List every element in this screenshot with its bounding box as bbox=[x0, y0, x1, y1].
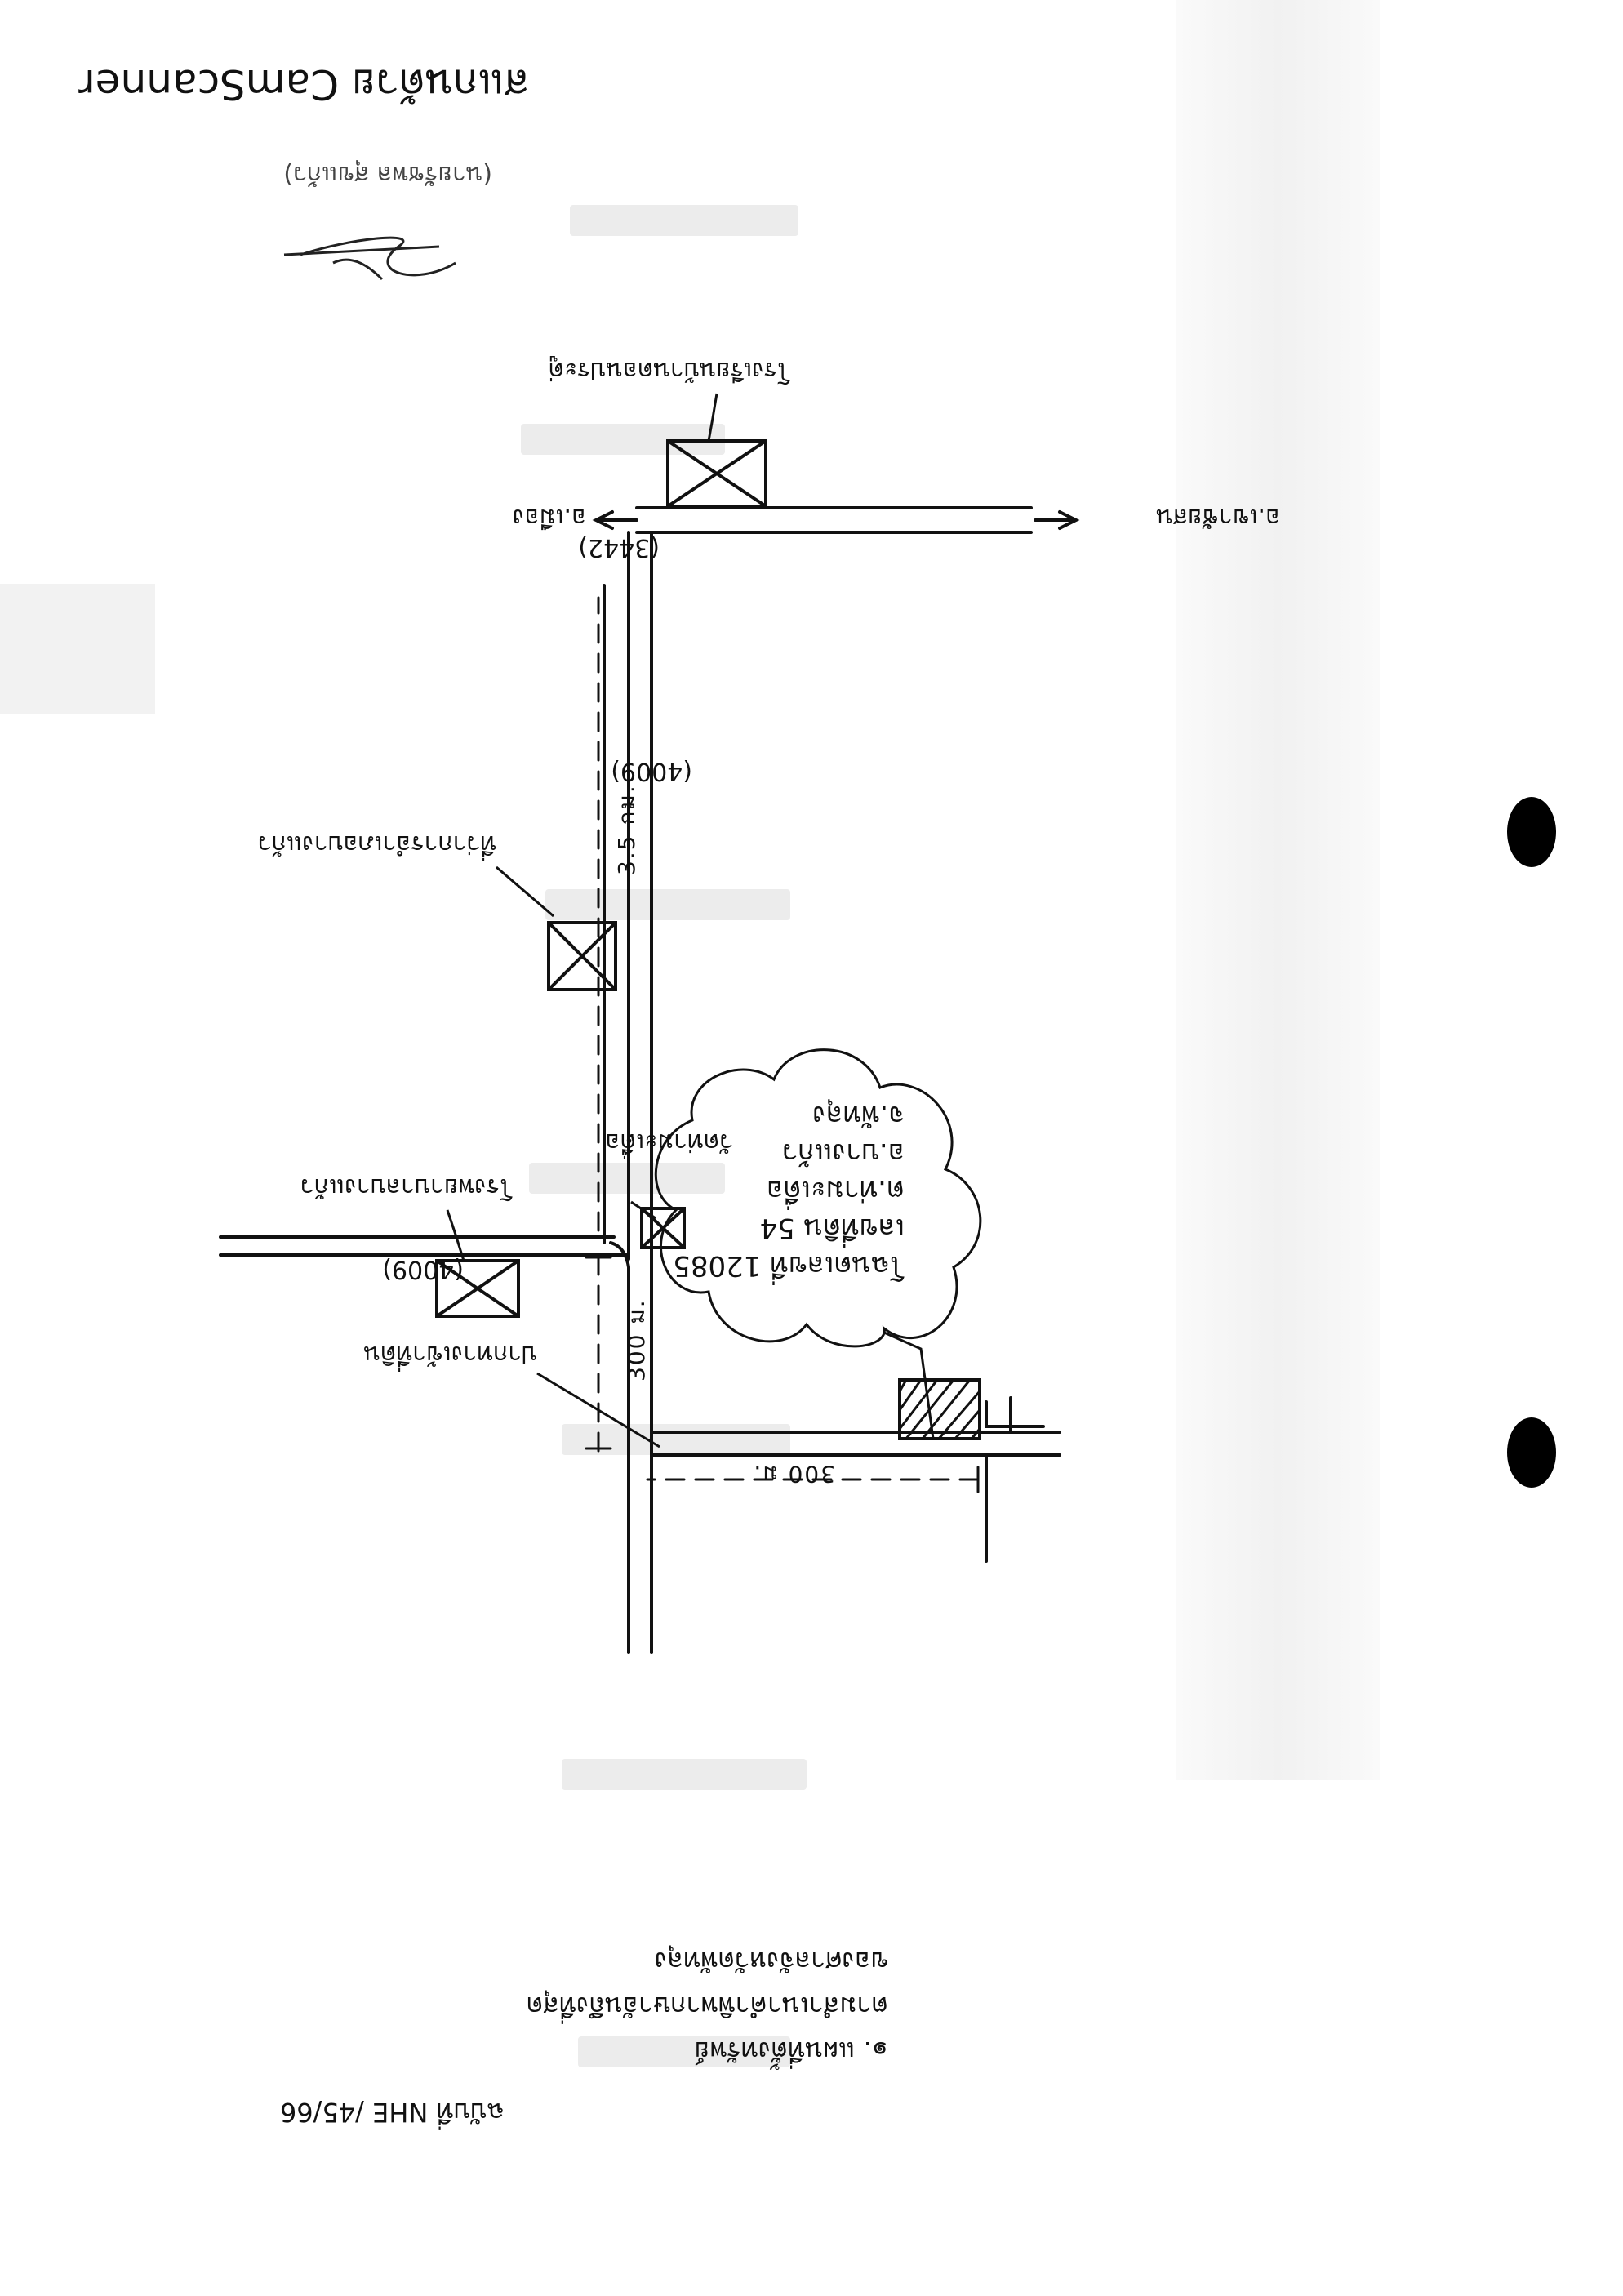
camscanner-watermark: สแกนด้วย CamScanner bbox=[78, 60, 529, 108]
direction-right-district: อ.เมือง bbox=[512, 503, 586, 532]
leader-hospital bbox=[446, 1209, 465, 1261]
parcel-deed-text: โฉนดเลขที่ 12085 เลขที่ดิน 54 ต.ท่ามะเดื… bbox=[673, 1097, 905, 1284]
label-subdistrict-office: ที่ว่าการอำเภอบางแก้ว bbox=[257, 830, 496, 858]
signature bbox=[283, 236, 456, 281]
leader-temple bbox=[630, 1200, 656, 1220]
label-entrance-point: ปากทางเข้าที่ดิน bbox=[363, 1340, 537, 1368]
landmark-box-subdistrict bbox=[547, 921, 617, 991]
arrow-to-district-b bbox=[592, 510, 638, 530]
parcel-note-cloud bbox=[654, 1048, 982, 1348]
header-note-line-3: ของศาลจังหวัดพัทลุง bbox=[654, 1946, 888, 1977]
distance-300m-horizontal: 300 ม. bbox=[752, 1461, 835, 1488]
arrow-to-district-a bbox=[1034, 510, 1080, 530]
main-road-edge-right bbox=[609, 1241, 630, 1654]
label-school: โรงเรียนบ้านดอนประดู่ bbox=[548, 356, 790, 385]
header-note-line-2: ตามสำเนาคำพิพากษาอันถึงที่สุด bbox=[526, 1991, 888, 2022]
scan-left-band bbox=[0, 584, 155, 714]
distance-300m-vertical: 300 ม. bbox=[623, 1298, 650, 1382]
road-code-upper: (4009) bbox=[611, 757, 692, 785]
leader-school bbox=[707, 393, 718, 442]
parcel-village: ต.ท่ามะเดื่อ bbox=[766, 1174, 905, 1208]
landmark-box-hospital bbox=[435, 1259, 520, 1318]
direction-left-district: อ.เขาชัยสน bbox=[1156, 503, 1280, 532]
target-plot-hatched bbox=[898, 1378, 981, 1440]
distance-3-5km: 3.5 กม. bbox=[613, 784, 640, 875]
site-road-stub-3 bbox=[985, 1400, 1045, 1428]
parcel-land-no: เลขที่ดิน 54 bbox=[759, 1212, 905, 1245]
leader-subdistrict bbox=[496, 865, 554, 918]
doc-reference-number: ฉบับที่ NHE /45/66 bbox=[279, 2097, 505, 2128]
parcel-district: อ.บางแก้ว bbox=[781, 1137, 905, 1170]
punch-hole-bottom bbox=[1507, 1417, 1556, 1488]
road-code-main: (3442) bbox=[578, 533, 660, 562]
road-code-junction: (4009) bbox=[382, 1255, 464, 1284]
header-note-line-1: ๑. แผนที่ตั้งทรัพย์ bbox=[694, 2036, 888, 2067]
leader-entrance bbox=[536, 1372, 660, 1448]
punch-hole-top bbox=[1507, 797, 1556, 867]
signature-name-caption: (นายรัชพล สุขแก้ว) bbox=[283, 160, 492, 189]
landmark-box-school bbox=[666, 439, 767, 508]
parcel-province: จ.พัทลุง bbox=[812, 1099, 905, 1132]
parcel-deed-number: โฉนดเลขที่ 12085 bbox=[673, 1249, 905, 1282]
cloud-pointer bbox=[883, 1331, 935, 1439]
label-hospital: โรงพยาบาลบางแก้ว bbox=[300, 1172, 513, 1201]
scan-shadow-band bbox=[1176, 0, 1380, 1780]
